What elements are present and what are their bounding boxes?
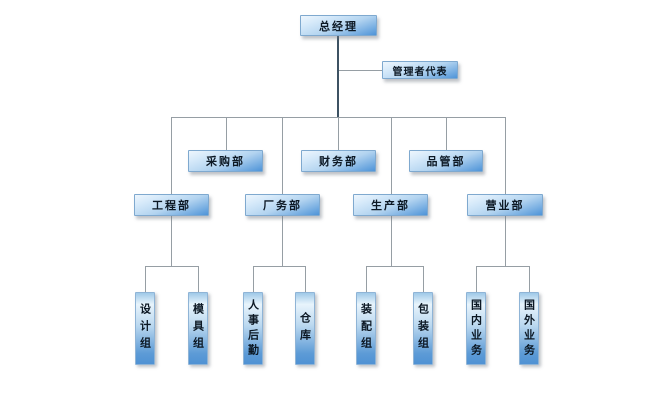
node-design-group: 设计组 <box>135 292 155 365</box>
connector-drop-assembly-group <box>366 266 367 292</box>
connector-staff-branch <box>339 70 382 71</box>
node-purchasing-dept-label: 采购部 <box>206 155 245 168</box>
connector-stem-engineering <box>171 216 172 266</box>
connector-drop-overseas-business <box>529 266 530 292</box>
node-factory-affairs-dept: 厂务部 <box>245 194 320 216</box>
node-management-representative: 管理者代表 <box>382 61 458 79</box>
connector-rail-engineering <box>145 266 198 267</box>
node-production-dept: 生产部 <box>353 194 428 216</box>
connector-drop-purchasing <box>226 117 227 150</box>
node-general-manager: 总经理 <box>300 15 377 36</box>
connector-rail-sales <box>476 266 529 267</box>
node-general-manager-label: 总经理 <box>319 19 358 33</box>
connector-trunk <box>337 36 339 117</box>
node-engineering-dept: 工程部 <box>134 194 209 216</box>
connector-drop-finance <box>338 117 339 150</box>
node-overseas-business: 国外业务 <box>519 292 539 365</box>
node-quality-dept: 品管部 <box>409 150 483 172</box>
connector-drop-warehouse <box>305 266 306 292</box>
node-domestic-business-label: 国内业务 <box>469 298 483 359</box>
connector-drop-packing-group <box>423 266 424 292</box>
node-overseas-business-label: 国外业务 <box>522 298 536 359</box>
node-mold-group-label: 模具组 <box>191 303 205 354</box>
node-factory-affairs-dept-label: 厂务部 <box>263 199 302 212</box>
connector-stem-factory <box>282 216 283 266</box>
connector-drop-sales <box>505 117 506 194</box>
connector-stem-production <box>391 216 392 266</box>
connector-drop-engineering <box>171 117 172 194</box>
node-finance-dept: 财务部 <box>301 150 376 172</box>
connector-drop-factory <box>282 117 283 194</box>
node-hr-logistics-group: 人事后勤 <box>243 292 263 365</box>
node-warehouse-group: 仓库 <box>295 292 315 365</box>
node-hr-logistics-group-label: 人事后勤 <box>246 298 260 359</box>
connector-drop-hr-logistics <box>253 266 254 292</box>
connector-drop-production <box>391 117 392 194</box>
node-sales-dept-label: 营业部 <box>485 199 525 212</box>
node-domestic-business: 国内业务 <box>466 292 486 365</box>
node-design-group-label: 设计组 <box>138 303 152 354</box>
connector-drop-domestic-business <box>476 266 477 292</box>
connector-drop-quality <box>446 117 447 150</box>
node-quality-dept-label: 品管部 <box>426 155 466 168</box>
node-warehouse-group-label: 仓库 <box>298 311 312 346</box>
node-production-dept-label: 生产部 <box>371 199 410 212</box>
connector-drop-design-group <box>145 266 146 292</box>
connector-rail-production <box>366 266 423 267</box>
connector-stem-sales <box>505 216 506 266</box>
node-packing-group: 包装组 <box>413 292 433 365</box>
node-packing-group-label: 包装组 <box>416 303 430 354</box>
node-sales-dept: 营业部 <box>467 194 543 216</box>
node-management-representative-label: 管理者代表 <box>392 66 448 78</box>
node-assembly-group-label: 装配组 <box>359 303 373 354</box>
node-mold-group: 模具组 <box>188 292 208 365</box>
connector-rail-factory <box>253 266 305 267</box>
node-assembly-group: 装配组 <box>356 292 376 365</box>
node-finance-dept-label: 财务部 <box>319 155 358 168</box>
node-purchasing-dept: 采购部 <box>188 150 263 172</box>
node-engineering-dept-label: 工程部 <box>152 199 191 212</box>
connector-drop-mold-group <box>198 266 199 292</box>
